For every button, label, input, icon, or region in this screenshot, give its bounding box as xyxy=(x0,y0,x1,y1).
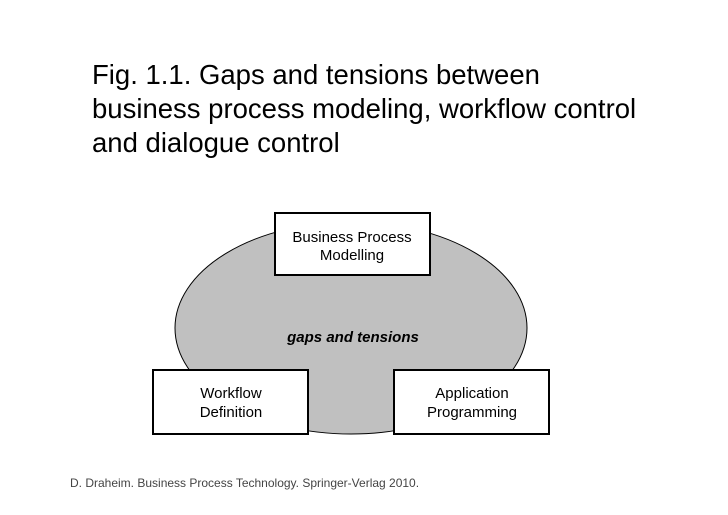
figure-title: Fig. 1.1. Gaps and tensions between busi… xyxy=(92,58,712,160)
application-programming-box: Application Programming xyxy=(393,369,550,435)
citation-footer: D. Draheim. Business Process Technology.… xyxy=(70,476,420,490)
workflow-definition-line-1: Workflow xyxy=(200,385,262,402)
workflow-definition-box: Workflow Definition xyxy=(152,369,309,435)
application-programming-line-2: Programming xyxy=(427,404,517,421)
figure-title-line-3: and dialogue control xyxy=(92,127,340,158)
workflow-definition-line-2: Definition xyxy=(200,404,263,421)
business-process-modelling-frame xyxy=(274,212,431,276)
application-programming-line-1: Application xyxy=(435,385,508,402)
figure-title-line-2: business process modeling, workflow cont… xyxy=(92,93,637,124)
business-process-modelling-line-1: Business Process xyxy=(292,229,411,246)
business-process-modelling-box: Business Process Modelling xyxy=(274,212,431,276)
application-programming-frame xyxy=(393,369,550,435)
gaps-and-tensions-label: gaps and tensions xyxy=(286,329,419,346)
figure-title-line-1: Fig. 1.1. Gaps and tensions between xyxy=(92,59,540,90)
workflow-definition-frame xyxy=(152,369,309,435)
business-process-modelling-line-2: Modelling xyxy=(320,247,384,264)
